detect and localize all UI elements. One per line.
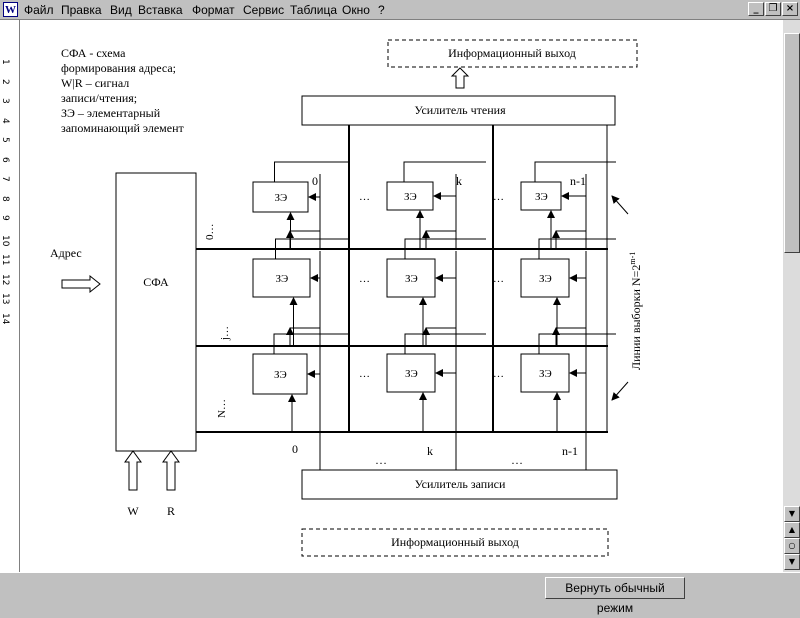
legend-line: записи/чтения; [61, 91, 137, 105]
bottom-output-box [301, 528, 609, 557]
ruler-tick: 8 [0, 195, 10, 202]
memory-cell-label: ЗЭ [404, 191, 417, 203]
ellipsis: … [359, 368, 370, 380]
restore-window-button[interactable]: ❐ [765, 2, 781, 16]
memory-cell-label: ЗЭ [274, 369, 287, 381]
menu-format[interactable]: Формат [192, 3, 235, 17]
memory-cell-label: ЗЭ [275, 192, 288, 204]
ellipsis: … [359, 191, 370, 203]
w-label: W [127, 504, 139, 518]
ellipsis: … [493, 191, 504, 203]
minimize-button[interactable]: _ [748, 2, 764, 16]
legend-text: СФА - схема формирования адреса; W|R – с… [61, 46, 185, 135]
ruler-tick: 12 [0, 273, 10, 285]
prev-page-button[interactable]: ▲ [784, 522, 800, 538]
sfa-label: СФА [143, 275, 169, 289]
legend-line: СФА - схема [61, 46, 126, 60]
restore-normal-mode-button[interactable]: Вернуть обычный режим [545, 577, 685, 615]
top-output-label: Информационный выход [448, 46, 576, 60]
menu-insert[interactable]: Вставка [138, 3, 183, 17]
menu-tools[interactable]: Сервис [243, 3, 285, 17]
memory-cell-label: ЗЭ [405, 273, 418, 285]
ellipsis: … [359, 273, 370, 285]
col-label-bottom: k [427, 444, 433, 458]
menu-window[interactable]: Окно [342, 3, 370, 17]
row-label-j: j… [219, 326, 231, 341]
write-amplifier-label: Усилитель записи [415, 477, 506, 491]
ruler-tick: 6 [0, 156, 10, 163]
ellipsis: … [493, 368, 504, 380]
ruler-tick: 3 [0, 98, 10, 104]
memory-cell [386, 353, 436, 393]
menu-edit[interactable]: Правка [61, 3, 102, 17]
menu-file[interactable]: Файл [24, 3, 54, 17]
select-browse-object-button[interactable]: ○ [784, 538, 800, 554]
bottom-output-label: Информационный выход [391, 535, 519, 549]
read-amplifier-label: Усилитель чтения [414, 103, 506, 117]
status-bar: Вернуть обычный режим [0, 572, 800, 615]
memory-cell-label: ЗЭ [276, 273, 289, 285]
scroll-thumb[interactable] [784, 33, 800, 253]
memory-cell [252, 353, 308, 395]
ruler-tick: 2 [0, 78, 10, 85]
memory-cell [520, 353, 570, 393]
menu-view[interactable]: Вид [110, 3, 132, 17]
output-arrow-icon [450, 67, 470, 89]
ruler-tick: 11 [0, 254, 10, 266]
r-label: R [167, 504, 175, 518]
col-label-top: k [456, 174, 462, 188]
row-label-0: 0… [204, 224, 216, 241]
ruler-tick: 1 [0, 59, 10, 65]
memory-cell-label: ЗЭ [405, 368, 418, 380]
legend-line: W|R – сигнал [61, 76, 129, 90]
sfa-block [115, 172, 197, 452]
w-arrow-icon [124, 450, 142, 491]
menu-bar: W Файл Правка Вид Вставка Формат Сервис … [0, 0, 800, 20]
write-amplifier-box [301, 469, 618, 500]
col-label-bottom: n-1 [562, 444, 578, 458]
legend-line: формирования адреса; [61, 61, 176, 75]
vertical-scrollbar[interactable]: ▼ ▲ ○ ▼ [782, 20, 800, 572]
memory-cell [520, 181, 562, 211]
r-arrow-icon [162, 450, 180, 491]
memory-cell [386, 181, 434, 211]
ruler-tick: 7 [0, 176, 10, 182]
col-label-bottom: 0 [292, 442, 298, 456]
memory-cell [252, 258, 311, 298]
menu-help[interactable]: ? [378, 3, 385, 17]
document-page: СФА - схема формирования адреса; W|R – с… [20, 20, 782, 572]
ellipsis: … [493, 273, 504, 285]
ellipsis: … [511, 453, 523, 467]
col-label-top: n-1 [570, 174, 586, 188]
legend-line: ЗЭ – элементарный [61, 106, 161, 120]
top-output-box [387, 39, 638, 68]
row-label-n: N… [216, 399, 228, 418]
ruler-tick: 14 [0, 312, 10, 324]
address-arrow-icon [61, 274, 101, 294]
address-label: Адрес [50, 246, 82, 260]
close-button[interactable]: × [782, 2, 798, 16]
ruler-tick: 13 [0, 293, 10, 305]
selection-lines-label: Линии выборки N=2m-1 [628, 252, 643, 370]
next-page-button[interactable]: ▼ [784, 554, 800, 570]
ruler-tick: 9 [0, 215, 10, 221]
memory-cell-label: ЗЭ [539, 368, 552, 380]
memory-cell-label: ЗЭ [539, 273, 552, 285]
word-app-icon[interactable]: W [3, 2, 18, 17]
scroll-down-button[interactable]: ▼ [784, 506, 800, 522]
memory-diagram: СФА - схема формирования адреса; W|R – с… [50, 39, 643, 557]
ruler-tick: 4 [0, 117, 10, 124]
ruler-tick: 5 [0, 137, 10, 143]
memory-cell [386, 258, 436, 298]
read-amplifier-box [301, 95, 616, 126]
legend-line: запоминающий элемент [61, 121, 185, 135]
menu-table[interactable]: Таблица [290, 3, 338, 17]
col-label-top: 0 [312, 174, 318, 188]
ellipsis: … [375, 453, 387, 467]
cell-grid: ЗЭ ЗЭ … ЗЭ … ЗЭ ЗЭ … ЗЭ … ЗЭ ЗЭ … ЗЭ … [252, 161, 616, 432]
ruler-tick: 10 [0, 234, 10, 246]
memory-cell-label: ЗЭ [535, 191, 548, 203]
